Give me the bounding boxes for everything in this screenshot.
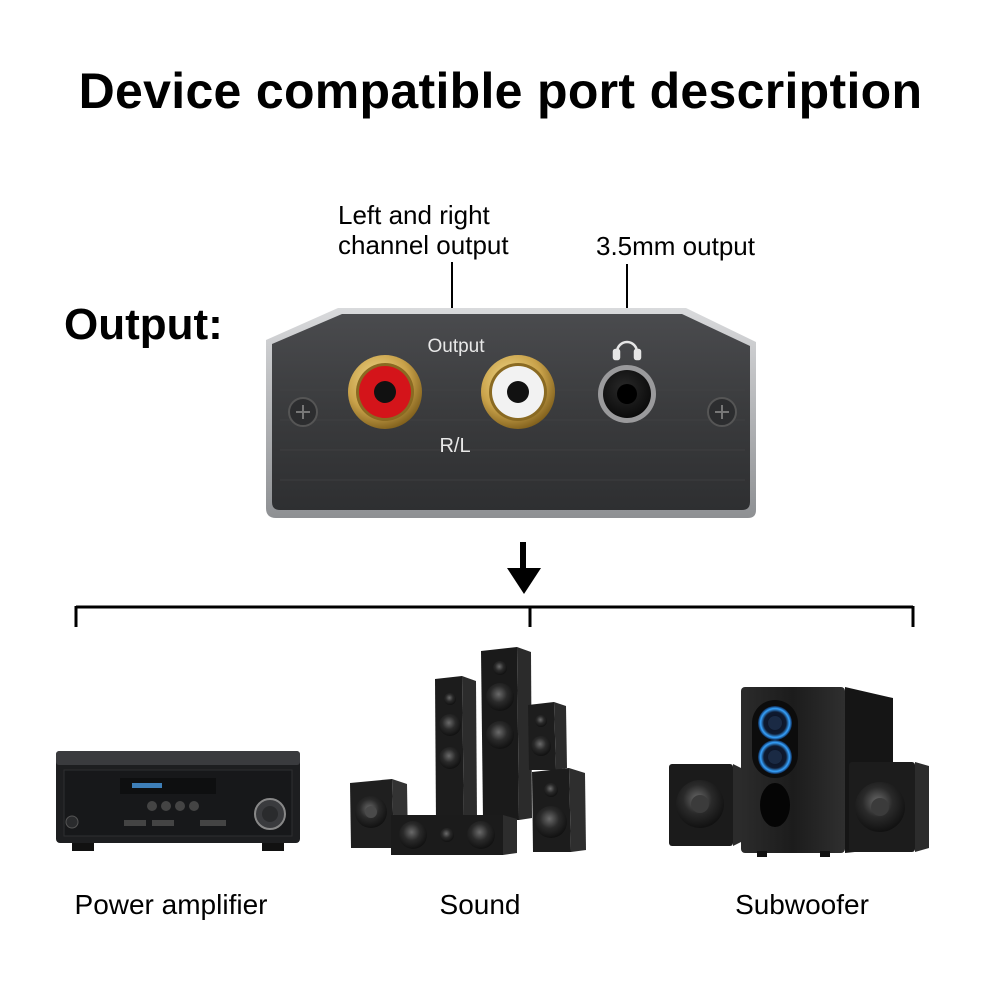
jack-port (598, 365, 656, 423)
headphone-icon (612, 340, 642, 361)
down-arrow-icon (507, 542, 541, 594)
subwoofer-image (669, 687, 929, 857)
caption-power-amplifier: Power amplifier (74, 889, 268, 920)
jack-callout: 3.5mm output (596, 231, 755, 261)
rca-callout-line2: channel output (338, 230, 509, 260)
screw-left-icon (288, 397, 318, 427)
rca-white-port (481, 355, 555, 429)
converter-device: Output R/L (266, 308, 756, 518)
caption-subwoofer: Subwoofer (735, 889, 869, 920)
panel-rl-label: R/L (439, 435, 470, 457)
rca-callout: Left and right channel output (338, 200, 509, 260)
caption-sound: Sound (439, 889, 521, 920)
rca-callout-line1: Left and right (338, 200, 490, 230)
section-label: Output: (64, 300, 223, 349)
distribution-bracket (74, 605, 915, 627)
page-title: Device compatible port description (78, 63, 923, 119)
screw-right-icon (707, 397, 737, 427)
panel-output-label: Output (427, 336, 485, 357)
rca-red-port (348, 355, 422, 429)
sound-speakers-image (350, 647, 586, 855)
power-amplifier-image (56, 751, 300, 851)
